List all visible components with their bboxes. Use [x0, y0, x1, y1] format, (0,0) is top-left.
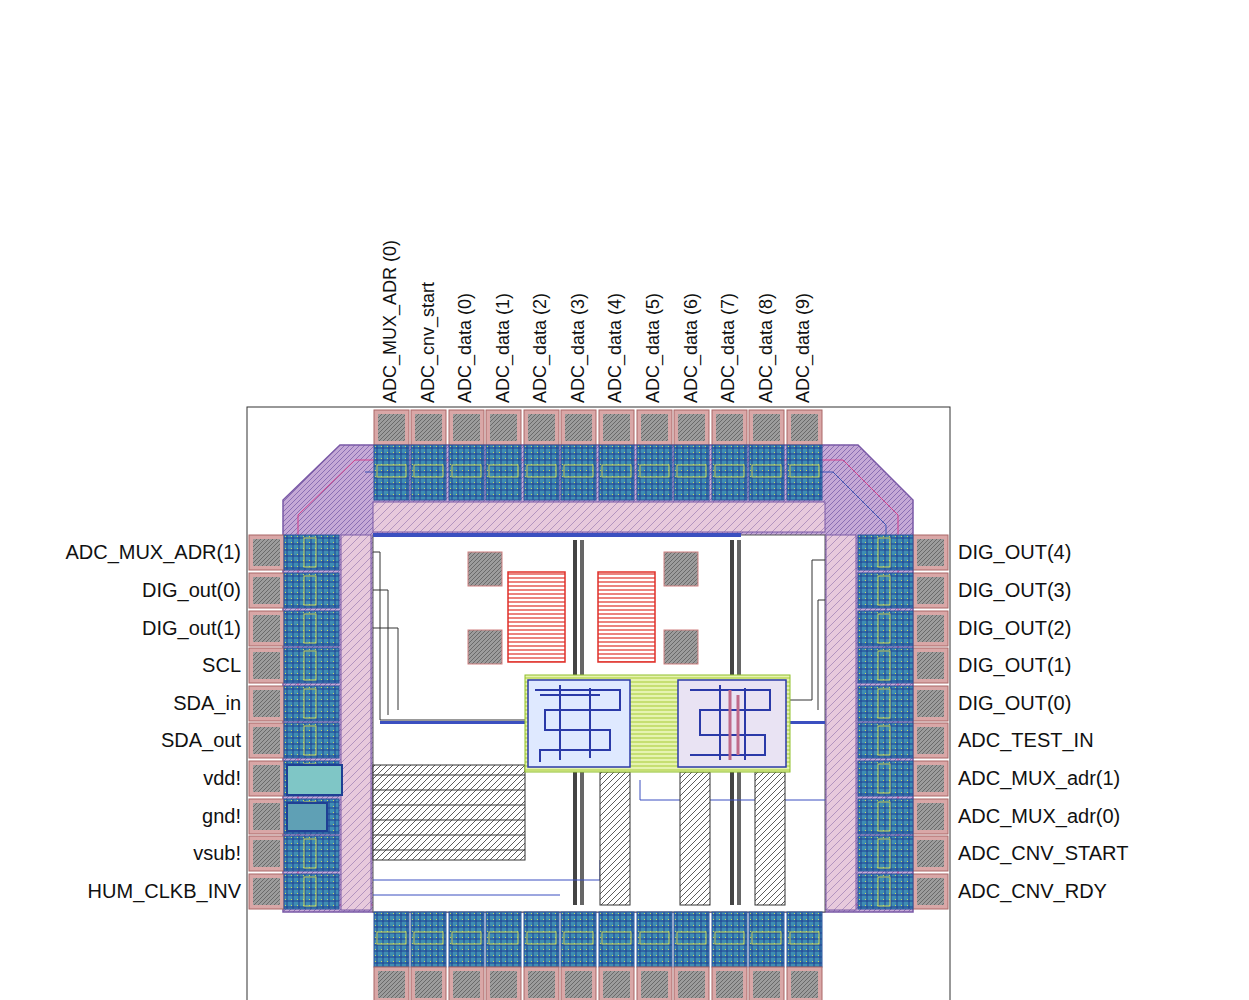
digital-blocks — [525, 675, 790, 772]
left-pads — [249, 535, 371, 910]
pin-name: ADC_data (5) — [644, 293, 664, 403]
pin-name: ADC_MUX_ADR(1) — [65, 541, 241, 563]
pin-name: DIG_OUT(4) — [958, 541, 1071, 563]
pin-name: ADC_data (9) — [794, 293, 814, 403]
pin-name: SDA_out — [161, 729, 241, 751]
analog-blocks — [468, 552, 698, 664]
pin-name: vsub! — [193, 842, 241, 864]
pin-name: DIG_out(1) — [142, 617, 241, 639]
pin-name: ADC_data (1) — [494, 293, 514, 403]
pin-name: DIG_OUT(0) — [958, 692, 1071, 714]
pin-name: ADC_CNV_RDY — [958, 880, 1107, 902]
pin-name: ADC_data (8) — [757, 293, 777, 403]
pad-ring — [283, 445, 913, 912]
pin-name: ADC_TEST_IN — [958, 729, 1094, 751]
pin-name: ADC_data (6) — [682, 293, 702, 403]
pin-name: SDA_in — [173, 692, 241, 714]
pin-name: ADC_MUX_adr(1) — [958, 767, 1120, 789]
pin-name: ADC_data (4) — [606, 293, 626, 403]
right-pads — [826, 535, 948, 910]
chip-outline — [247, 407, 950, 1000]
top-pads — [373, 410, 825, 532]
pin-name: ADC_MUX_adr(0) — [958, 805, 1120, 827]
pin-name: ADC_data (3) — [569, 293, 589, 403]
pin-name: SCL — [202, 654, 241, 676]
pin-name: DIG_OUT(2) — [958, 617, 1071, 639]
pin-name: ADC_data (0) — [456, 293, 476, 403]
pin-name: ADC_data (7) — [719, 293, 739, 403]
pin-name: ADC_CNV_START — [958, 842, 1128, 864]
bottom-pads — [374, 912, 822, 1000]
pin-name: vdd! — [203, 767, 241, 789]
pin-name: DIG_OUT(1) — [958, 654, 1071, 676]
pin-name: gnd! — [202, 805, 241, 827]
pin-name: ADC_data (2) — [531, 293, 551, 403]
pin-name: DIG_OUT(3) — [958, 579, 1071, 601]
pin-name: ADC_MUX_ADR (0) — [381, 240, 401, 403]
core-wiring — [373, 533, 825, 905]
pin-name: ADC_cnv_start — [419, 282, 439, 403]
pin-name: DIG_out(0) — [142, 579, 241, 601]
pin-name: HUM_CLKB_INV — [88, 880, 241, 902]
